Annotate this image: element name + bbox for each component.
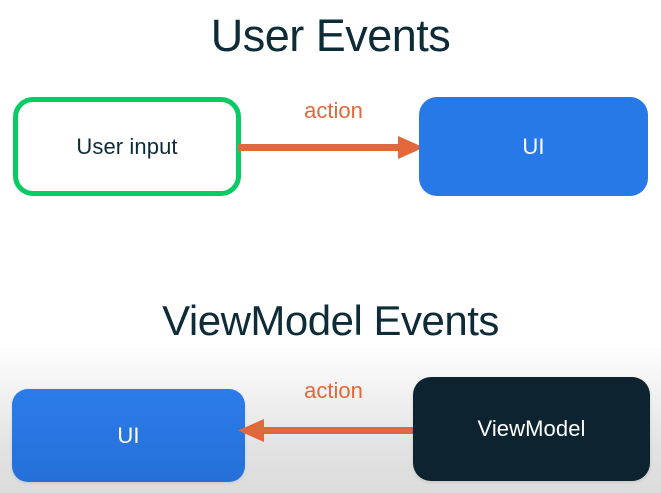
node-viewmodel-label: ViewModel <box>477 416 586 441</box>
node-ui-top: UI <box>419 97 648 196</box>
node-user-input: User input <box>13 97 241 196</box>
node-user-input-label: User input <box>76 133 178 159</box>
arrow-left-icon <box>238 419 424 442</box>
edge-label-action-bottom: action <box>304 378 363 403</box>
section-title-viewmodel-events: ViewModel Events <box>162 297 499 344</box>
arrow-right-icon <box>238 136 424 159</box>
edge-label-action-top: action <box>304 98 363 123</box>
node-ui-bottom-label: UI <box>117 422 140 448</box>
node-ui-bottom: UI <box>12 389 245 482</box>
node-ui-top-label: UI <box>522 133 545 159</box>
section-title-user-events: User Events <box>210 10 451 61</box>
node-viewmodel: ViewModel <box>413 377 650 481</box>
